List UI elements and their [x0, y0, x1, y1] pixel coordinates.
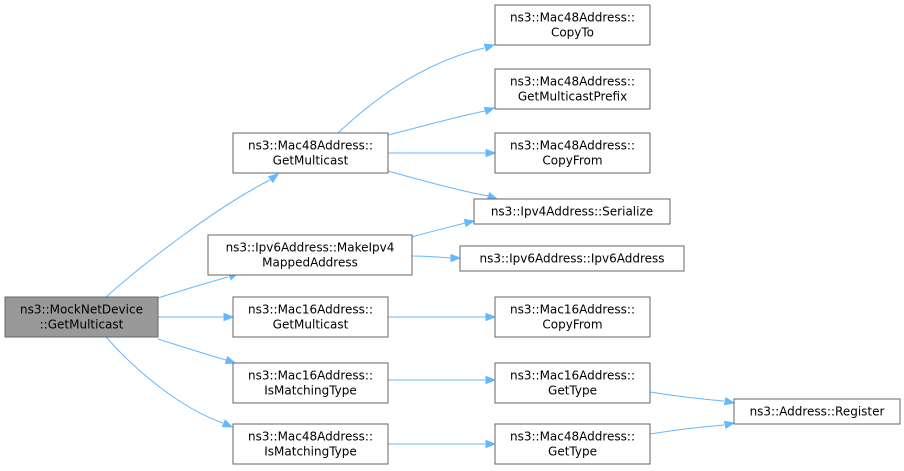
- arrowhead: [485, 148, 497, 158]
- call-edge-ipv6_makeipv4mapped-to-ipv6_ipv6address: [411, 253, 462, 263]
- node-label-line: ns3::Mac48Address::: [248, 430, 373, 444]
- call-edges: [105, 43, 736, 449]
- function-nodes: ns3::MockNetDevice::GetMulticastns3::Mac…: [4, 4, 901, 465]
- arrowhead: [485, 312, 497, 322]
- arrowhead: [485, 375, 497, 385]
- call-edge-mock_getmulticast-to-ipv6_makeipv4mapped: [157, 272, 240, 299]
- node-label-line: GetMulticast: [273, 318, 349, 332]
- node-label-line: CopyFrom: [542, 318, 602, 332]
- node-mac16-ismatchingtype[interactable]: ns3::Mac16Address::IsMatchingType: [232, 362, 389, 404]
- arrowhead: [483, 43, 496, 52]
- call-edge-mock_getmulticast-to-mac16_getmulticast: [158, 312, 235, 322]
- node-mac48-copyto[interactable]: ns3::Mac48Address::CopyTo: [494, 4, 651, 46]
- node-label-line: ns3::Mac48Address::: [510, 430, 635, 444]
- node-box: [207, 234, 413, 276]
- call-edge-mock_getmulticast-to-mac16_ismatchingtype: [157, 338, 237, 365]
- arrowhead: [485, 439, 497, 449]
- node-label-line: ns3::Mac48Address::: [510, 75, 635, 89]
- node-label-line: ns3::Mac48Address::: [510, 139, 635, 153]
- node-box: [733, 398, 901, 425]
- call-edge-mac16_getmulticast-to-mac16_copyfrom: [388, 312, 497, 322]
- node-label-line: ns3::Address::Register: [750, 405, 885, 419]
- node-mac16-copyfrom[interactable]: ns3::Mac16Address::CopyFrom: [494, 296, 651, 338]
- call-edge-mac48_getmulticast-to-mac48_copyfrom: [388, 148, 497, 158]
- node-box: [494, 423, 651, 465]
- call-edge-mac16_gettype-to-address_register: [649, 391, 736, 406]
- call-edge-mac48_gettype-to-address_register: [649, 420, 736, 435]
- node-ipv4-serialize[interactable]: ns3::Ipv4Address::Serialize: [473, 198, 671, 225]
- node-label-line: ns3::Ipv6Address::Ipv6Address: [479, 252, 664, 266]
- node-label-line: ns3::Mac16Address::: [248, 369, 373, 383]
- node-label-line: GetMulticast: [273, 154, 349, 168]
- node-mock-getmulticast[interactable]: ns3::MockNetDevice::GetMulticast: [4, 296, 159, 338]
- node-mac48-copyfrom[interactable]: ns3::Mac48Address::CopyFrom: [494, 132, 651, 174]
- arrowhead: [483, 106, 496, 116]
- node-label-line: ns3::Ipv4Address::Serialize: [491, 205, 653, 219]
- arrowhead: [723, 396, 736, 406]
- node-label-line: IsMatchingType: [264, 384, 357, 398]
- arrowhead: [723, 420, 736, 430]
- node-label-line: ::GetMulticast: [40, 318, 124, 332]
- node-box: [459, 245, 685, 272]
- call-edge-mac16_ismatchingtype-to-mac16_gettype: [388, 375, 497, 385]
- node-label-line: ns3::Mac16Address::: [248, 303, 373, 317]
- node-label-line: IsMatchingType: [264, 445, 357, 459]
- node-box: [232, 132, 389, 174]
- node-label-line: ns3::Mac48Address::: [510, 11, 635, 25]
- node-label-line: ns3::Ipv6Address::MakeIpv4: [226, 241, 395, 255]
- node-box: [232, 362, 389, 404]
- node-address-register[interactable]: ns3::Address::Register: [733, 398, 901, 425]
- node-mac48-ismatchingtype[interactable]: ns3::Mac48Address::IsMatchingType: [232, 423, 389, 465]
- node-label-line: ns3::MockNetDevice: [20, 303, 143, 317]
- arrowhead: [486, 191, 499, 201]
- node-mac16-getmulticast[interactable]: ns3::Mac16Address::GetMulticast: [232, 296, 389, 338]
- node-box: [232, 423, 389, 465]
- node-label-line: CopyFrom: [542, 154, 602, 168]
- node-mac48-getmulticastprefix[interactable]: ns3::Mac48Address::GetMulticastPrefix: [494, 68, 651, 110]
- call-edge-ipv6_makeipv4mapped-to-ipv4_serialize: [411, 218, 476, 238]
- node-label-line: ns3::Mac16Address::: [510, 303, 635, 317]
- node-box: [494, 4, 651, 46]
- node-mac48-getmulticast[interactable]: ns3::Mac48Address::GetMulticast: [232, 132, 389, 174]
- node-label-line: GetType: [548, 384, 597, 398]
- node-box: [494, 68, 651, 110]
- node-label-line: CopyTo: [551, 26, 594, 40]
- node-box: [232, 296, 389, 338]
- node-box: [494, 132, 651, 174]
- call-edge-mac48_getmulticast-to-mac48_getmulticastprefix: [387, 106, 496, 136]
- arrowhead: [267, 173, 280, 184]
- node-label-line: ns3::Mac16Address::: [510, 369, 635, 383]
- arrowhead: [450, 253, 462, 263]
- node-mac16-gettype[interactable]: ns3::Mac16Address::GetType: [494, 362, 651, 404]
- call-edge-mock_getmulticast-to-mac48_getmulticast: [105, 173, 280, 298]
- node-ipv6-ipv6address[interactable]: ns3::Ipv6Address::Ipv6Address: [459, 245, 685, 272]
- node-label-line: ns3::Mac48Address::: [248, 139, 373, 153]
- arrowhead: [224, 355, 237, 365]
- arrowhead: [223, 312, 235, 322]
- node-label-line: GetMulticastPrefix: [518, 90, 627, 104]
- call-edge-mac48_getmulticast-to-mac48_copyto: [337, 43, 496, 134]
- arrowhead: [221, 419, 234, 428]
- node-mac48-gettype[interactable]: ns3::Mac48Address::GetType: [494, 423, 651, 465]
- call-edge-mac48_getmulticast-to-ipv4_serialize: [387, 170, 499, 201]
- node-label-line: GetType: [548, 445, 597, 459]
- call-edge-mock_getmulticast-to-mac48_ismatchingtype: [105, 336, 234, 428]
- node-box: [494, 296, 651, 338]
- call-edge-mac48_ismatchingtype-to-mac48_gettype: [388, 439, 497, 449]
- node-box: [473, 198, 671, 225]
- arrowhead: [463, 218, 476, 228]
- node-box: [494, 362, 651, 404]
- node-label-line: MappedAddress: [262, 256, 358, 270]
- node-box: [4, 296, 159, 338]
